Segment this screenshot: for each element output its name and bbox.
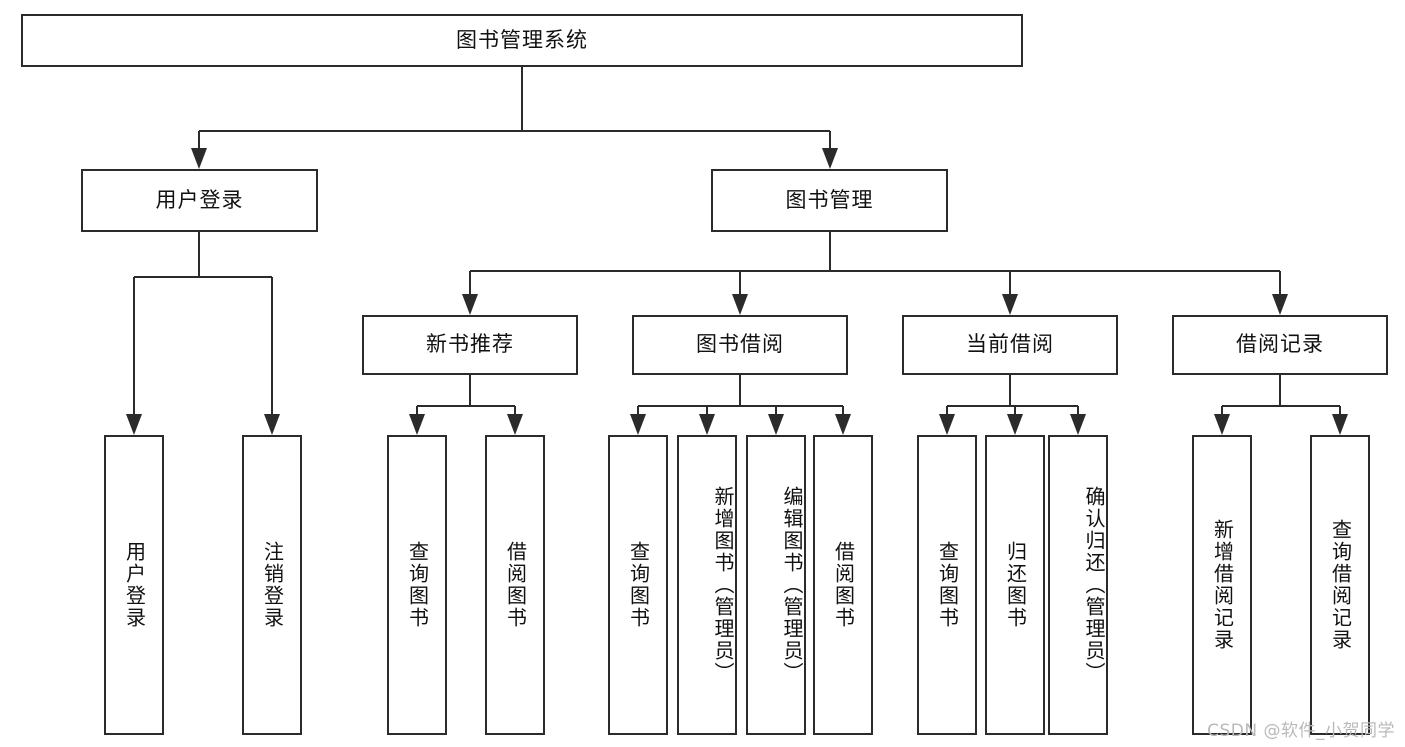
arrow-user-login-l2 xyxy=(264,414,280,435)
leaf-return-book[interactable]: 归还图书 xyxy=(985,435,1045,735)
node-user-login[interactable]: 用户登录 xyxy=(81,169,318,232)
arrow-new-book-l1 xyxy=(409,414,425,435)
arrow-root-to-user-login xyxy=(191,148,207,169)
leaf-borrow-book-newbook[interactable]: 借阅图书 xyxy=(485,435,545,735)
arrow-user-login-l1 xyxy=(126,414,142,435)
leaf-user-login[interactable]: 用户登录 xyxy=(104,435,164,735)
watermark-text: CSDN @软件_小贺同学 xyxy=(1207,721,1395,741)
leaf-logout-login[interactable]: 注销登录 xyxy=(242,435,302,735)
arrow-current-l3 xyxy=(1070,414,1086,435)
leaf-edit-book-admin[interactable]: 编辑图书（管理员） xyxy=(746,435,806,735)
node-current-borrow[interactable]: 当前借阅 xyxy=(902,315,1118,375)
leaf-query-book-borrow[interactable]: 查询图书 xyxy=(608,435,668,735)
arrow-borrow-l2 xyxy=(699,414,715,435)
node-root[interactable]: 图书管理系统 xyxy=(21,14,1023,67)
leaf-query-borrow-record[interactable]: 查询借阅记录 xyxy=(1310,435,1370,735)
leaf-borrow-book[interactable]: 借阅图书 xyxy=(813,435,873,735)
arrow-book-mgmt-c3 xyxy=(1002,294,1018,315)
arrow-borrow-l3 xyxy=(768,414,784,435)
arrow-borrow-l4 xyxy=(835,414,851,435)
leaf-add-borrow-record[interactable]: 新增借阅记录 xyxy=(1192,435,1252,735)
arrow-book-mgmt-c2 xyxy=(732,294,748,315)
node-borrow-record[interactable]: 借阅记录 xyxy=(1172,315,1388,375)
leaf-confirm-return-admin[interactable]: 确认归还（管理员） xyxy=(1048,435,1108,735)
arrow-record-l1 xyxy=(1214,414,1230,435)
node-new-book-recommend[interactable]: 新书推荐 xyxy=(362,315,578,375)
arrow-record-l2 xyxy=(1332,414,1348,435)
leaf-add-book-admin[interactable]: 新增图书（管理员） xyxy=(677,435,737,735)
node-book-borrow[interactable]: 图书借阅 xyxy=(632,315,848,375)
arrow-borrow-l1 xyxy=(630,414,646,435)
arrow-current-l1 xyxy=(939,414,955,435)
leaf-query-book-newbook[interactable]: 查询图书 xyxy=(387,435,447,735)
arrow-current-l2 xyxy=(1007,414,1023,435)
arrow-book-mgmt-c1 xyxy=(462,294,478,315)
leaf-query-book-current[interactable]: 查询图书 xyxy=(917,435,977,735)
arrow-book-mgmt-c4 xyxy=(1272,294,1288,315)
arrow-new-book-l2 xyxy=(507,414,523,435)
node-book-management[interactable]: 图书管理 xyxy=(711,169,948,232)
arrow-root-to-book-mgmt xyxy=(822,148,838,169)
